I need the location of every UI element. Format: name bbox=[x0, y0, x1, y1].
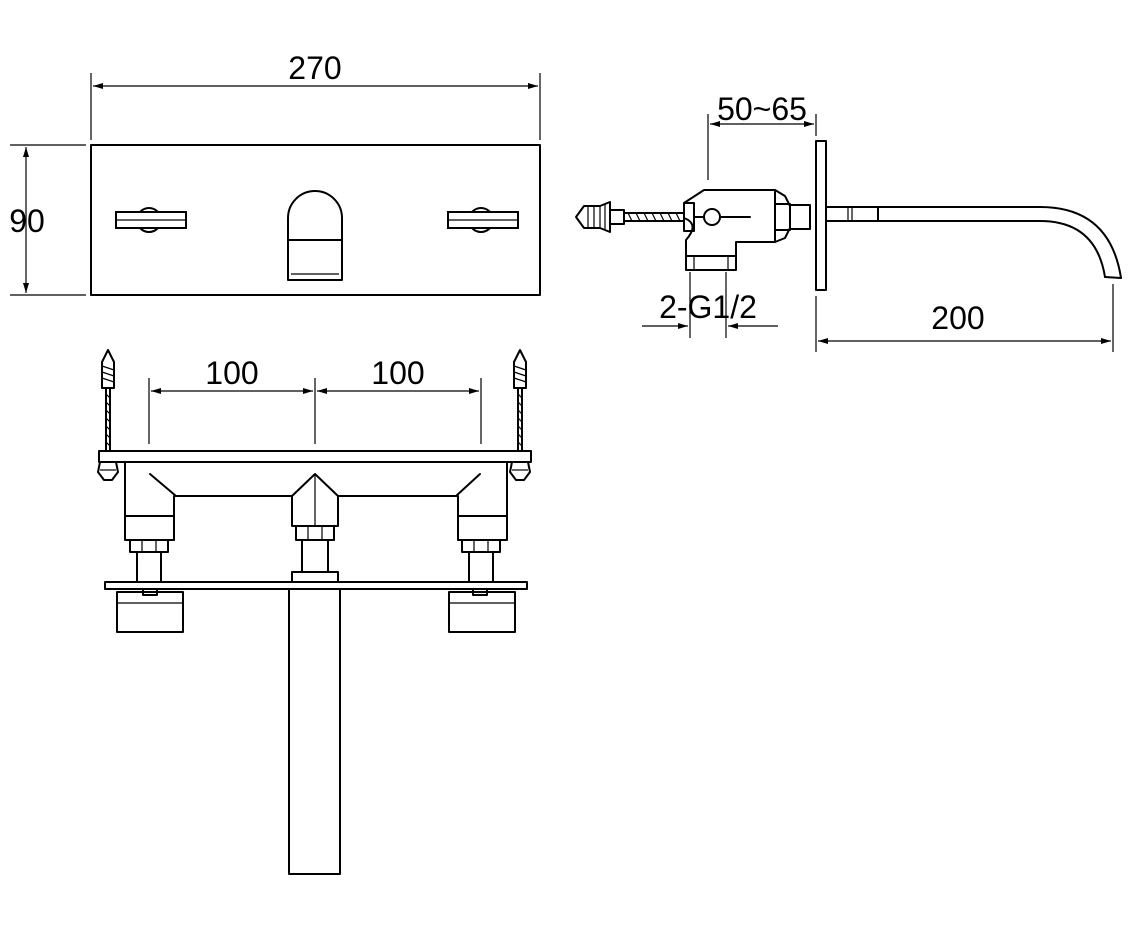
side-wall-plate bbox=[815, 140, 827, 291]
left-handle bbox=[115, 207, 187, 233]
depth-dimension: 50~65 bbox=[707, 91, 817, 180]
thread-label: 2-G1/2 bbox=[659, 289, 757, 325]
thread-dimension: 2-G1/2 bbox=[642, 272, 778, 338]
mounting-bar bbox=[98, 450, 532, 463]
wall-anchor bbox=[575, 201, 751, 233]
valve-body bbox=[683, 189, 811, 271]
side-spout bbox=[825, 206, 1122, 279]
top-view: 100 100 bbox=[97, 349, 532, 875]
height-label: 90 bbox=[9, 203, 45, 239]
width-label: 270 bbox=[288, 50, 341, 86]
handles-plan bbox=[116, 588, 516, 633]
spout-outlet bbox=[287, 190, 343, 281]
projection-label: 200 bbox=[931, 300, 984, 336]
left-anchor bbox=[97, 349, 119, 481]
spacing-right-label: 100 bbox=[371, 355, 424, 391]
wall-plate-plan bbox=[104, 581, 528, 590]
side-view: 50~65 2-G1/2 200 bbox=[575, 91, 1122, 352]
spacing-left-label: 100 bbox=[205, 355, 258, 391]
spacing-dimension: 100 100 bbox=[148, 355, 482, 444]
projection-dimension: 200 bbox=[815, 284, 1114, 352]
depth-label: 50~65 bbox=[717, 91, 807, 127]
valve-body-plan bbox=[124, 461, 508, 583]
width-dimension: 270 bbox=[90, 50, 541, 140]
wall-plate bbox=[90, 144, 541, 296]
right-anchor bbox=[509, 349, 531, 481]
height-dimension: 90 bbox=[9, 144, 86, 296]
front-view: 270 90 bbox=[9, 50, 541, 296]
spout-plan bbox=[288, 588, 341, 875]
right-handle bbox=[447, 207, 519, 233]
